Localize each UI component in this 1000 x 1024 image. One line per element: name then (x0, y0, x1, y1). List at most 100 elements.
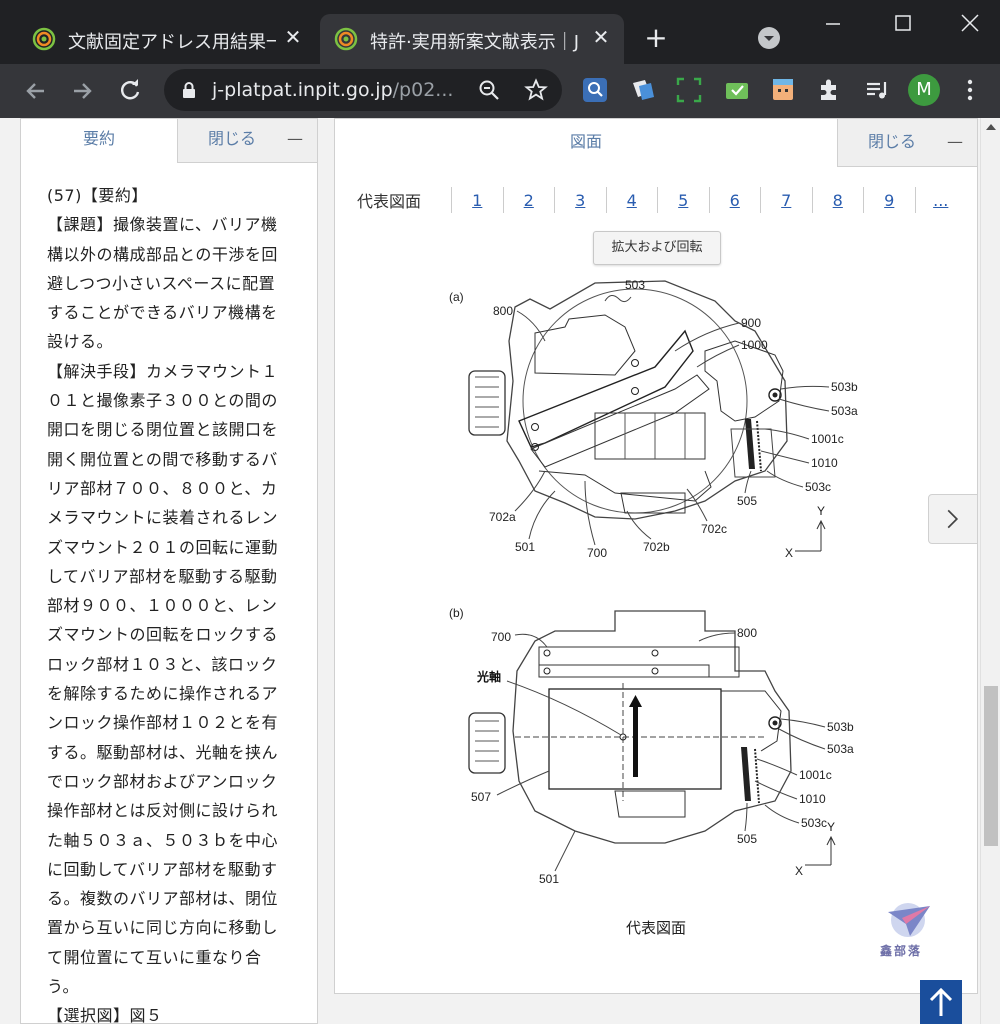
label-503b: 503b (831, 380, 858, 394)
abstract-line: 設ける。 (47, 332, 114, 352)
abstract-line: する。駆動部材は、光軸を挟ん (47, 742, 279, 762)
figure-link-2[interactable]: 2 (523, 190, 534, 210)
axis-label-y-b: Y (827, 820, 835, 834)
tab-abstract[interactable]: 要約 (21, 119, 177, 163)
watermark-text: 鑫部落 (880, 944, 923, 958)
extension-face-icon[interactable] (770, 77, 796, 103)
page-content: 要約 閉じる — (57)【要約】【課題】撮像装置に、バリア機構以外の構成部品と… (0, 118, 1000, 1024)
browser-toolbar: j-platpat.inpit.go.jp/p02... (0, 64, 1000, 118)
figure-link-1[interactable]: 1 (472, 190, 483, 210)
extension-translate-icon[interactable] (630, 77, 656, 103)
abstract-line: ロック部材１０３と、該ロック (47, 654, 278, 674)
abstract-line: 【課題】撮像装置に、バリア機 (47, 215, 278, 235)
abstract-line: 操作部材とは反対側に設けられ (47, 801, 279, 821)
paper-plane-logo-icon (888, 903, 930, 937)
label-700: 700 (587, 546, 607, 560)
figure-nav-separator (502, 187, 504, 213)
abstract-close-button[interactable]: 閉じる — (177, 119, 317, 163)
abstract-line: 開口を閉じる閉位置と該開口を (47, 420, 279, 440)
new-tab-icon[interactable]: + (644, 21, 668, 54)
watermark-logo: 鑫部落 (878, 902, 938, 962)
address-bar[interactable]: j-platpat.inpit.go.jp/p02... (164, 69, 562, 111)
zoom-icon[interactable] (478, 79, 500, 101)
close-label: 閉じる (868, 132, 917, 151)
window-minimize-icon[interactable] (812, 10, 852, 38)
page-scrollbar[interactable] (980, 118, 1000, 1024)
abstract-line: う。 (47, 977, 80, 997)
abstract-line: 開く開位置との間で移動するバ (47, 449, 278, 469)
label-503a: 503a (831, 404, 858, 418)
browser-tab-document[interactable]: 特許·実用新案文献表示｜J ✕ (320, 14, 624, 64)
minimize-icon[interactable]: — (287, 129, 303, 148)
drawing-close-button[interactable]: 閉じる — (837, 119, 977, 167)
scrollbar-thumb[interactable] (984, 686, 998, 846)
figure-link-5[interactable]: 5 (678, 190, 689, 210)
figure-nav-separator (708, 187, 710, 213)
label-900: 900 (741, 316, 761, 330)
abstract-panel-header: 要約 閉じる — (21, 119, 317, 163)
label-503c: 503c (805, 480, 831, 494)
window-close-icon[interactable] (950, 10, 990, 38)
label-b-1010: 1010 (799, 792, 826, 806)
media-playlist-icon[interactable] (864, 77, 890, 103)
figure-link-3[interactable]: 3 (575, 190, 586, 210)
figure-nav-separator (451, 187, 452, 213)
scroll-up-icon[interactable] (985, 122, 997, 132)
tab-close-icon[interactable]: ✕ (284, 25, 302, 49)
abstract-line: メラマウントに装着されるレン (47, 508, 279, 528)
figure-nav-separator (657, 187, 658, 213)
jplatpat-favicon-icon (334, 27, 358, 51)
tab-strip: 文献固定アドレス用結果一 ✕ 特許·実用新案文献表示｜J ✕ + (0, 0, 1000, 64)
back-arrow-icon[interactable] (22, 77, 50, 105)
tab-search-icon[interactable] (757, 26, 781, 50)
tab-drawing[interactable]: 図面 (569, 132, 602, 151)
abstract-line: ズマウント２０１の回転に運動 (47, 537, 279, 557)
minimize-icon[interactable]: — (947, 132, 963, 151)
abstract-line: て開位置にて互いに重なり合 (47, 947, 262, 967)
forward-arrow-icon[interactable] (68, 77, 96, 105)
profile-avatar[interactable]: M (908, 74, 940, 106)
extensions-puzzle-icon[interactable] (816, 77, 842, 103)
zoom-rotate-button[interactable]: 拡大および回転 (593, 231, 721, 265)
figure-link-7[interactable]: 7 (781, 190, 792, 210)
lock-icon[interactable] (180, 81, 198, 99)
url-text: j-platpat.inpit.go.jp/p02... (212, 79, 454, 101)
label-1000: 1000 (741, 338, 768, 352)
abstract-line: 【選択図】図５ (47, 1006, 163, 1024)
label-503: 503 (625, 278, 645, 292)
figure-label-b: (b) (449, 606, 464, 620)
next-figure-chevron-right-icon[interactable] (928, 494, 978, 544)
label-505: 505 (737, 494, 757, 508)
window-maximize-icon[interactable] (882, 10, 922, 38)
figure-link-4[interactable]: 4 (626, 190, 637, 210)
figure-link-6[interactable]: 6 (729, 190, 740, 210)
figure-link-8[interactable]: 8 (832, 190, 843, 210)
axis-label-y-a: Y (817, 504, 825, 518)
back-to-top-arrow-icon[interactable] (920, 980, 962, 1024)
extension-screenshot-icon[interactable] (676, 77, 702, 103)
abstract-line: 部材９００、１０００と、レン (47, 596, 278, 616)
representative-figure-label: 代表図面 (357, 192, 422, 211)
browser-menu-icon[interactable] (960, 77, 980, 103)
tab-close-icon[interactable]: ✕ (592, 25, 610, 49)
figure-nav-separator (605, 187, 607, 213)
figure-link-more[interactable]: ... (933, 190, 949, 210)
axis-label-x-b: X (795, 864, 803, 878)
abstract-line: (57)【要約】 (47, 186, 148, 205)
browser-tab-results[interactable]: 文献固定アドレス用結果一 ✕ (18, 14, 316, 64)
reload-icon[interactable] (116, 77, 144, 105)
figure-nav-separator (863, 187, 864, 213)
extension-mail-icon[interactable] (724, 77, 750, 103)
bookmark-star-icon[interactable] (524, 78, 548, 102)
label-b-507: 507 (471, 790, 491, 804)
figure-link-9[interactable]: 9 (884, 190, 895, 210)
label-702b: 702b (643, 540, 670, 554)
patent-drawing[interactable]: (a) (435, 271, 895, 891)
figure-navigation: 代表図面 1 2 3 4 5 6 7 8 9... (357, 185, 966, 215)
abstract-line: してバリア部材を駆動する駆動 (47, 566, 278, 586)
abstract-panel: 要約 閉じる — (57)【要約】【課題】撮像装置に、バリア機構以外の構成部品と… (20, 118, 318, 1024)
extension-search-icon[interactable] (582, 77, 608, 103)
figure-nav-separator (554, 187, 555, 213)
figure-label-a: (a) (449, 290, 464, 304)
abstract-line: ０１と撮像素子３００との間の (47, 391, 278, 411)
